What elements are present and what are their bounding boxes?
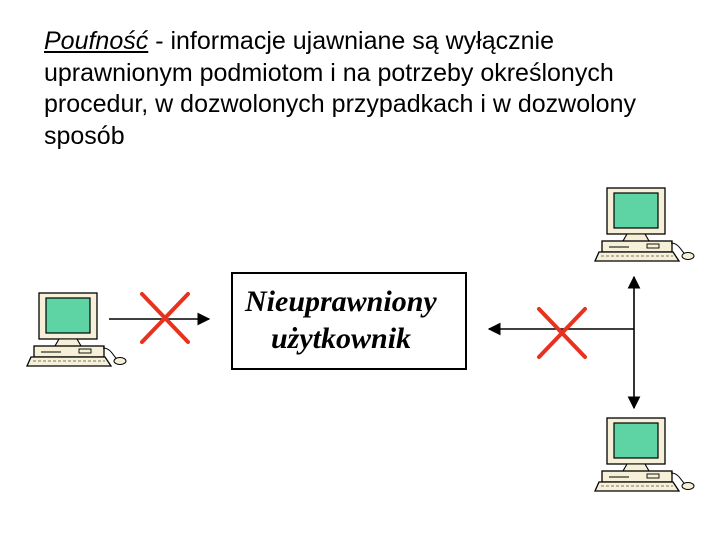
left-cross-icon [142,294,188,342]
left-computer-icon [27,293,126,366]
right-cross-icon [539,309,585,357]
box-label-line2: użytkownik [271,322,411,356]
unauthorized-user-box: Nieuprawniony użytkownik [231,272,467,370]
box-label-line1: Nieuprawniony [245,285,437,319]
top-right-computer-icon [595,188,694,261]
bottom-right-computer-icon [595,418,694,491]
